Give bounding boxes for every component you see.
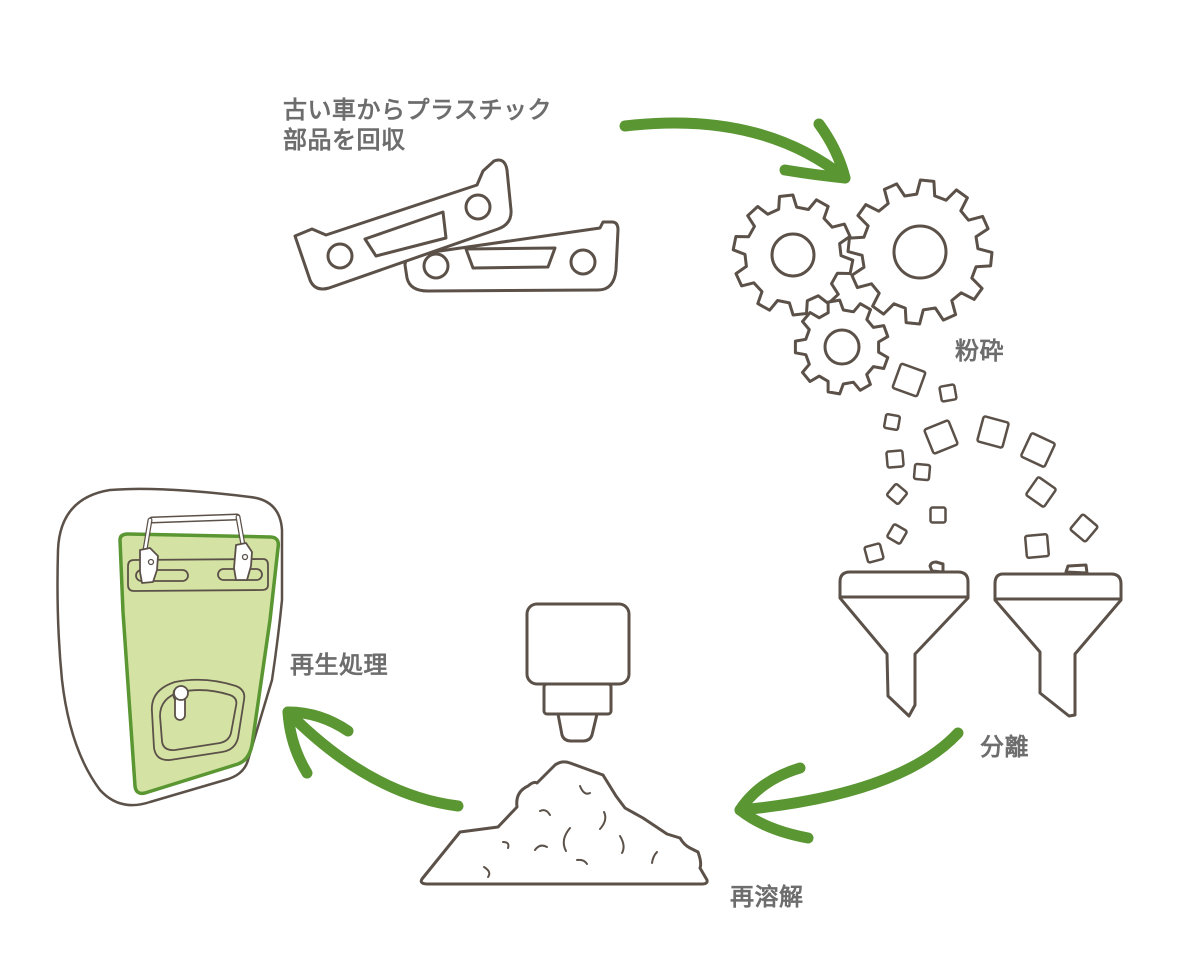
material-pile bbox=[419, 760, 709, 886]
crushed-piece bbox=[1025, 476, 1057, 508]
arrow-separate-to-remelt bbox=[734, 727, 964, 844]
funnels-icon bbox=[838, 560, 1123, 718]
clip-left bbox=[139, 517, 159, 584]
step-label-reprocess: 再生処理 bbox=[290, 651, 388, 679]
bumper-front bbox=[293, 158, 513, 291]
crushed-piece bbox=[976, 415, 1010, 449]
crushed-piece bbox=[938, 383, 958, 403]
crushed-piece bbox=[882, 412, 902, 432]
step-label-crush: 粉砕 bbox=[955, 337, 1004, 365]
step-label-separate: 分離 bbox=[980, 733, 1029, 761]
crushed-pieces bbox=[863, 362, 1099, 564]
clip-right bbox=[233, 514, 253, 581]
collect-label-line2: 部品を回収 bbox=[283, 126, 406, 154]
extruder-pellet-pile-icon bbox=[419, 602, 709, 886]
crushed-piece bbox=[886, 483, 908, 505]
crushed-piece bbox=[1023, 532, 1051, 560]
gear-small bbox=[793, 298, 890, 396]
crushed-piece bbox=[923, 419, 959, 455]
crushed-piece bbox=[885, 449, 905, 469]
crushed-piece bbox=[891, 362, 927, 398]
gear-left bbox=[731, 193, 855, 317]
car-bumper-icon bbox=[293, 158, 620, 293]
crushed-piece bbox=[912, 462, 932, 482]
step-label-collect: 古い車からプラスチック 部品を回収 bbox=[283, 95, 552, 155]
arrow-remelt-to-reprocess bbox=[282, 706, 464, 812]
crushed-piece bbox=[863, 542, 885, 564]
recycled-panel-icon bbox=[56, 487, 284, 807]
funnel-left bbox=[838, 560, 970, 718]
collect-label-line1: 古い車からプラスチック bbox=[283, 96, 553, 124]
extruder-nozzle bbox=[525, 602, 631, 743]
gear-large bbox=[846, 178, 994, 326]
funnel-right bbox=[993, 563, 1123, 718]
crushed-piece bbox=[1069, 513, 1099, 543]
knob-icon bbox=[172, 685, 189, 721]
step-label-remelt: 再溶解 bbox=[730, 883, 804, 911]
gears-icon bbox=[731, 178, 994, 396]
arrow-collect-to-crush bbox=[619, 117, 851, 184]
bumper-back bbox=[403, 220, 620, 293]
crushed-piece bbox=[929, 506, 947, 524]
crushed-piece bbox=[1020, 432, 1056, 468]
crushed-piece bbox=[886, 523, 908, 545]
